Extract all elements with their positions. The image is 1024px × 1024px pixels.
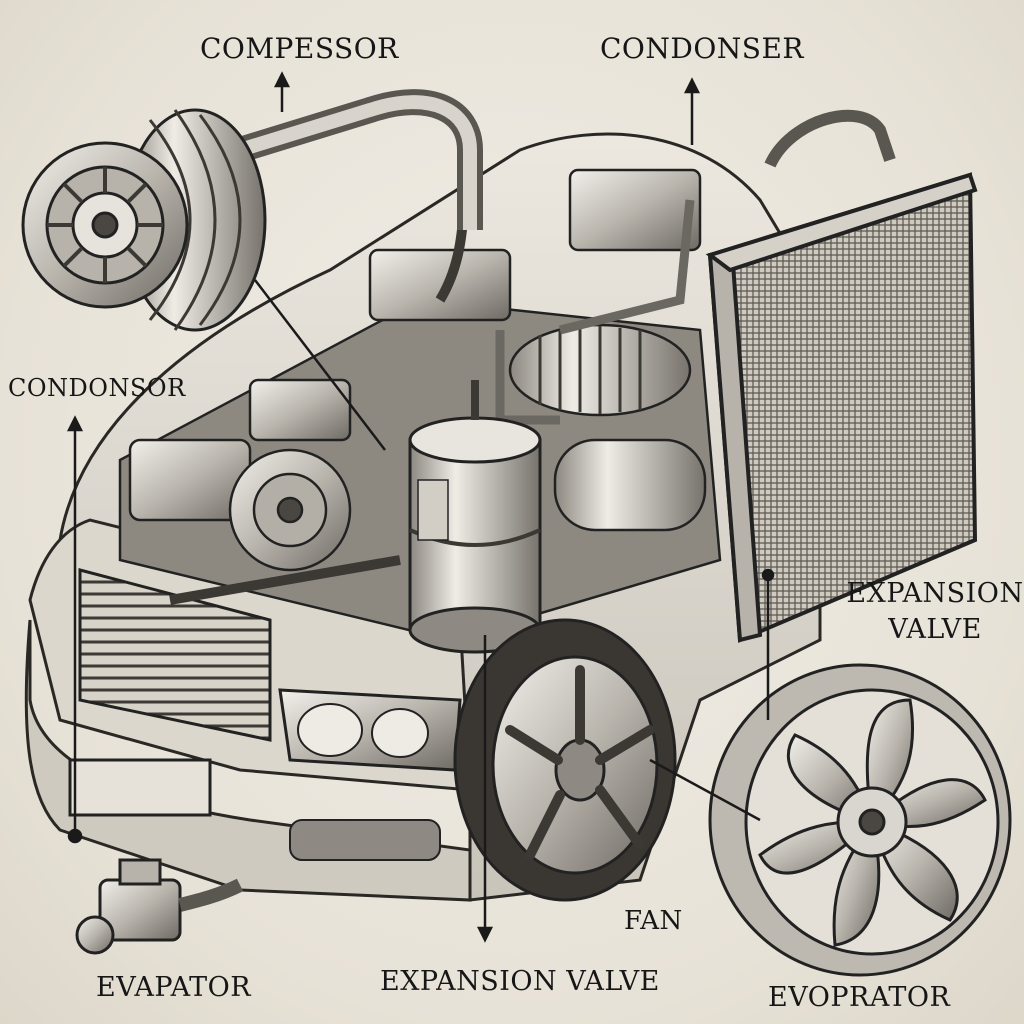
label-condenser: CONDONSER: [600, 32, 804, 65]
radiator-grid-icon: [705, 109, 978, 643]
label-condonsor: CONDONSOR: [8, 374, 186, 402]
label-expansion-valve-bottom: EXPANSION VALVE: [380, 966, 660, 997]
compressor-pulley-icon: [21, 89, 483, 332]
label-compressor: COMPESSOR: [200, 32, 399, 65]
fan-blades-icon: [708, 663, 1012, 977]
leader-lines: [66, 71, 775, 943]
wheel-rim-icon: [453, 618, 677, 902]
label-evoprator: EVOPRATOR: [768, 982, 951, 1013]
license-plate: [68, 758, 212, 817]
front-grille: [78, 568, 272, 742]
label-fan: FAN: [624, 906, 683, 936]
small-valve-icon: [75, 858, 244, 955]
label-evapator: EVAPATOR: [96, 972, 252, 1003]
label-expansion-valve-right: EXPANSION VALVE: [846, 578, 1024, 645]
